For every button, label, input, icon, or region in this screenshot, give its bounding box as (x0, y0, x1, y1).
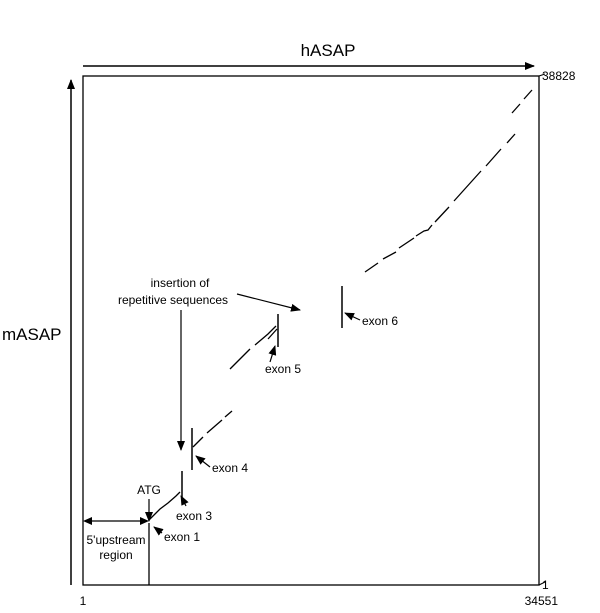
exon4-label: exon 4 (212, 461, 248, 475)
alignment-segment (434, 206, 450, 223)
alignment-segment (254, 325, 277, 346)
alignment-segment (206, 419, 223, 434)
y-axis-title: mASAP (2, 325, 62, 344)
exon5-label: exon 5 (265, 362, 301, 376)
exon6-label: exon 6 (362, 314, 398, 328)
x-max-label: 34551 (525, 594, 559, 608)
upstream-label-line1: 5'upstream (87, 533, 146, 547)
insertion-label-line1: insertion of (151, 276, 210, 290)
exon6-arrow (344, 312, 361, 321)
alignment-segment (267, 328, 278, 340)
exon4-arrow (195, 455, 211, 468)
exon1-arrow (153, 526, 164, 536)
alignment-segment (398, 237, 415, 249)
insertion-label-line2: repetitive sequences (118, 293, 228, 307)
alignment-segment (229, 348, 251, 370)
exon3-label: exon 3 (176, 509, 212, 523)
atg-label: ATG (137, 483, 161, 497)
y-max-label: 38828 (542, 69, 576, 83)
alignment-segment (224, 410, 233, 418)
alignment-segment (485, 148, 502, 167)
exon5-arrow (268, 345, 277, 363)
alignment-segment (523, 89, 533, 100)
exon1-label: exon 1 (164, 530, 200, 544)
y-max-tick (538, 73, 546, 77)
alignment-segment (453, 170, 482, 202)
alignment-segment (364, 262, 379, 273)
alignment-segment (506, 133, 516, 144)
alignment-segment (148, 491, 181, 521)
y-min-label: 1 (542, 578, 549, 592)
x-min-label: 1 (80, 594, 87, 608)
x-axis-title: hASAP (301, 41, 356, 60)
alignment-segment (382, 251, 397, 260)
insertion-arrow-right (236, 293, 301, 312)
alignment-segment (192, 436, 204, 448)
alignment-segment (415, 224, 433, 237)
plot-frame (82, 75, 540, 586)
alignment-segment (511, 103, 521, 114)
exon3-arrow (180, 495, 189, 507)
upstream-arrowhead-right (140, 517, 149, 525)
upstream-arrowhead-left (83, 517, 92, 525)
upstream-label-line2: region (99, 548, 132, 562)
y-min-tick (538, 581, 546, 586)
alignment-diagonal (148, 89, 533, 521)
